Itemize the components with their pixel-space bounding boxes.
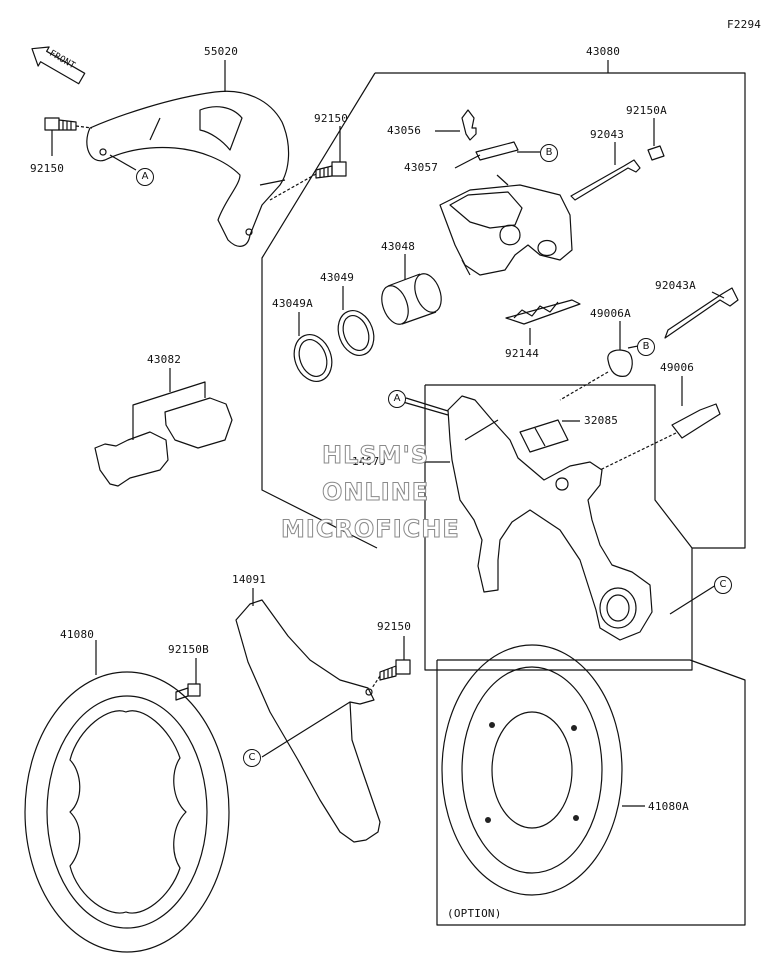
label-92043A: 92043A bbox=[655, 279, 696, 292]
label-43082: 43082 bbox=[147, 353, 182, 366]
bolt-92150B bbox=[175, 683, 201, 701]
option-box bbox=[436, 659, 746, 926]
label-32085: 32085 bbox=[584, 414, 619, 427]
label-92043: 92043 bbox=[590, 128, 625, 141]
bolt-92150-left bbox=[44, 117, 77, 131]
label-43080: 43080 bbox=[586, 45, 621, 58]
plug-92150A bbox=[647, 145, 665, 161]
watermark-line-3: MICROFICHE bbox=[281, 515, 460, 544]
label-43049: 43049 bbox=[320, 271, 355, 284]
bleeder-43056 bbox=[461, 109, 477, 141]
seal-43049 bbox=[337, 310, 375, 356]
bolt-92150-mid bbox=[379, 659, 411, 681]
label-14079: 14079 bbox=[352, 455, 387, 468]
label-92150A: 92150A bbox=[626, 104, 667, 117]
callout-b-mid: B bbox=[637, 338, 655, 356]
clip-32085 bbox=[519, 419, 569, 453]
bracket-14079 bbox=[447, 395, 653, 641]
callout-b-top: B bbox=[540, 144, 558, 162]
label-41080A: 41080A bbox=[648, 800, 689, 813]
label-43057: 43057 bbox=[404, 161, 439, 174]
disc-41080 bbox=[24, 671, 230, 953]
caliper-assembly-box bbox=[375, 72, 746, 549]
guard-14091 bbox=[235, 599, 381, 843]
label-43056: 43056 bbox=[387, 124, 422, 137]
label-92144: 92144 bbox=[505, 347, 540, 360]
watermark-line-2: ONLINE bbox=[321, 478, 430, 507]
disc-41080A bbox=[441, 644, 623, 896]
callout-a-top: A bbox=[136, 168, 154, 186]
callout-c-left: C bbox=[243, 749, 261, 767]
label-43049A: 43049A bbox=[272, 297, 313, 310]
pin-92043 bbox=[570, 159, 641, 201]
label-92150-left: 92150 bbox=[30, 162, 65, 175]
watermark-line-1: HLSM'S bbox=[321, 441, 430, 470]
boot-49006 bbox=[671, 403, 721, 439]
label-92150B: 92150B bbox=[168, 643, 209, 656]
callout-c-right: C bbox=[714, 576, 732, 594]
label-43048: 43048 bbox=[381, 240, 416, 253]
label-14091: 14091 bbox=[232, 573, 267, 586]
figure-code: F2294 bbox=[727, 18, 762, 31]
label-41080: 41080 bbox=[60, 628, 95, 641]
cap-43057 bbox=[475, 141, 519, 161]
seal-43049A bbox=[293, 334, 333, 382]
pin-92043A bbox=[664, 287, 739, 339]
boot-49006A bbox=[607, 349, 633, 377]
caliper-body bbox=[439, 174, 573, 276]
label-92150-mid: 92150 bbox=[377, 620, 412, 633]
option-label: (OPTION) bbox=[447, 907, 502, 920]
bracket-box bbox=[424, 384, 693, 671]
label-55020: 55020 bbox=[204, 45, 239, 58]
front-arrow-icon bbox=[31, 46, 86, 85]
pads-43082 bbox=[94, 397, 233, 487]
guard-55020 bbox=[86, 90, 290, 247]
label-92150-top: 92150 bbox=[314, 112, 349, 125]
spring-92144 bbox=[505, 299, 581, 325]
bolt-92150-top bbox=[315, 161, 347, 179]
callout-a-mid: A bbox=[388, 390, 406, 408]
piston-43048 bbox=[381, 273, 442, 325]
label-49006: 49006 bbox=[660, 361, 695, 374]
label-49006A: 49006A bbox=[590, 307, 631, 320]
